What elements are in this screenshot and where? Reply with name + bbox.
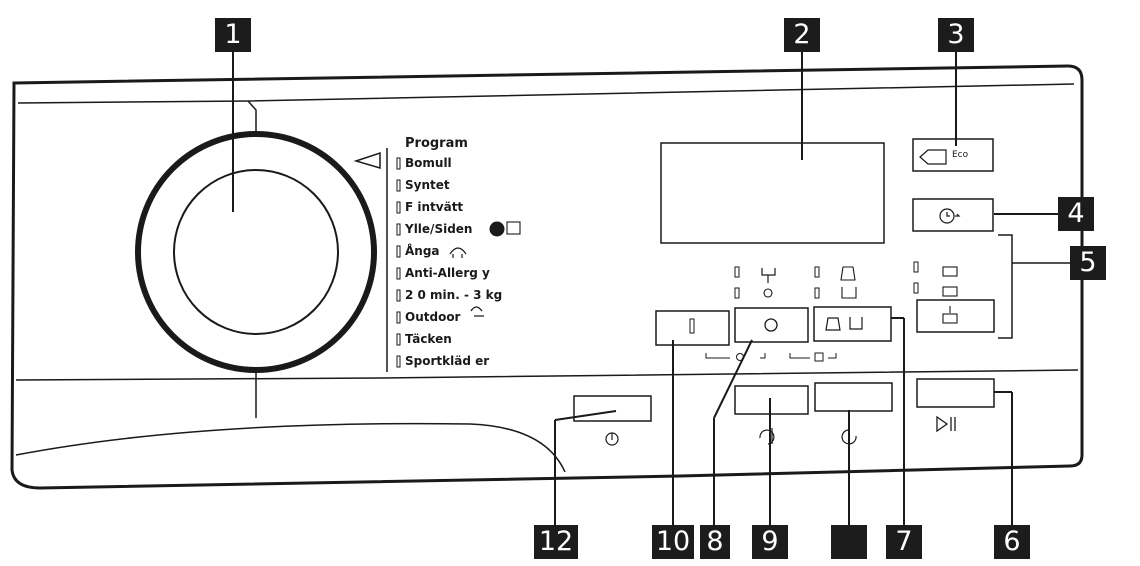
- program-item-anti-allergy: Anti-Allerg y: [405, 266, 490, 280]
- option-button-5[interactable]: [916, 299, 995, 333]
- bracket-5: [998, 234, 1070, 339]
- rinse-hold-icon: [761, 268, 776, 283]
- display-screen: [660, 142, 885, 244]
- wool-icon: [489, 221, 505, 237]
- extra-button[interactable]: [814, 382, 893, 412]
- start-pause-button[interactable]: [916, 378, 995, 408]
- spin-icon: [764, 318, 778, 332]
- outdoor-icon: [470, 306, 484, 317]
- program-item-fintvatt: F intvätt: [405, 200, 464, 214]
- prewash-icon: [942, 313, 958, 324]
- eco-icon: [919, 149, 947, 165]
- shirt-indicator-icon: [840, 266, 856, 281]
- stain-button[interactable]: [813, 306, 892, 342]
- program-item-tacken: Täcken: [405, 332, 452, 346]
- door-lock-icon: [814, 352, 824, 362]
- led-b2: [814, 287, 820, 299]
- power-button[interactable]: [573, 395, 652, 422]
- program-knob-outer[interactable]: [135, 131, 377, 373]
- program-item-20-min: 2 0 min. - 3 kg: [405, 288, 503, 302]
- tub-indicator-icon: [841, 287, 857, 299]
- program-item-ylle-siden: Ylle/Siden: [405, 222, 473, 236]
- led-a2: [734, 287, 740, 299]
- callout-2: 2: [784, 18, 820, 52]
- panel-outline: [10, 64, 1084, 490]
- callout-9: 9: [752, 525, 788, 559]
- door-lock-bracket: [789, 353, 837, 359]
- time-save-button[interactable]: [734, 385, 809, 415]
- program-item-outdoor: Outdoor: [405, 310, 461, 324]
- program-item-syntet: Syntet: [405, 178, 450, 192]
- extra-rinse-indicator-icon: [942, 286, 958, 297]
- leader-lines: [232, 52, 1058, 525]
- extra-icon: [841, 429, 857, 445]
- callout-3: 3: [938, 18, 974, 52]
- callout-8: 8: [700, 525, 730, 559]
- program-indicator-arrow-icon: [353, 151, 381, 169]
- temperature-button[interactable]: [655, 310, 730, 346]
- callout-4: 4: [1058, 197, 1094, 231]
- steam-program-icon: [449, 247, 467, 258]
- panel-lip-notch: [247, 100, 257, 133]
- callout-6: 6: [994, 525, 1030, 559]
- callout-5: 5: [1070, 246, 1106, 280]
- led-b1: [814, 266, 820, 278]
- eco-label: Eco: [952, 150, 969, 160]
- callout-12: 12: [534, 525, 578, 559]
- led-a1: [734, 266, 740, 278]
- prewash-indicator-icon: [942, 266, 958, 277]
- eco-button[interactable]: [912, 138, 994, 172]
- program-leds: [396, 157, 401, 368]
- option-led-2: [913, 282, 919, 294]
- stain-icon: [825, 317, 841, 331]
- spin-button[interactable]: [734, 307, 809, 343]
- program-item-anga: Ånga: [405, 244, 440, 258]
- time-save-icon: [759, 428, 775, 445]
- spin-indicator-icon: [763, 288, 773, 298]
- delay-start-button[interactable]: [912, 198, 994, 232]
- callout-1: 1: [215, 18, 251, 52]
- start-pause-icon: [936, 415, 956, 433]
- program-knob-inner[interactable]: [173, 169, 339, 335]
- program-item-bomull: Bomull: [405, 156, 452, 170]
- program-title: Program: [405, 136, 468, 151]
- steam-icon: [849, 317, 863, 330]
- panel-top-lip: [17, 83, 1075, 104]
- panel-lower-curve: [15, 422, 566, 473]
- panel-lower-strip: [15, 369, 1079, 381]
- callout-10: 10: [652, 525, 694, 559]
- hand-wash-icon: [506, 221, 521, 235]
- callout-7: 7: [886, 525, 922, 559]
- program-item-sportklader: Sportkläd er: [405, 354, 490, 368]
- timer-icon: [939, 208, 955, 224]
- child-lock-bracket: [705, 353, 766, 359]
- callout-11: [831, 525, 867, 559]
- temperature-icon: [689, 318, 695, 334]
- option-led-1: [913, 261, 919, 273]
